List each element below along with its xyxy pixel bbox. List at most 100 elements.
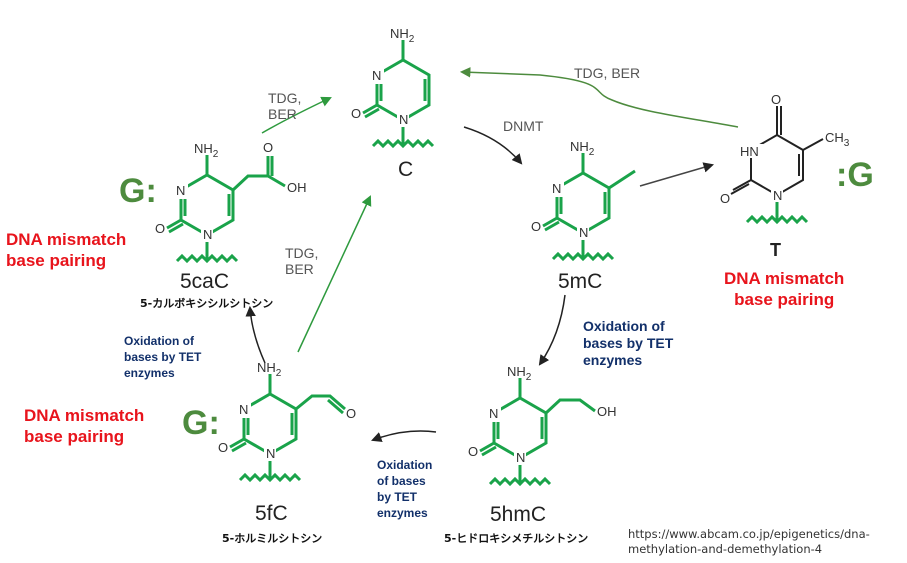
- mismatch-line-2: base pairing: [734, 290, 835, 309]
- atom-sub2: 2: [409, 34, 415, 45]
- c-ring: [361, 38, 435, 148]
- mismatch-line-1: DNA mismatch: [724, 269, 845, 288]
- tdg-left-line-1: TDG,: [268, 90, 302, 106]
- ox-left-line-3: enzymes: [124, 366, 175, 380]
- mismatch-line-1: DNA mismatch: [6, 230, 127, 249]
- source-url-line-2: methylation-and-demethylation-4: [628, 542, 823, 556]
- atom-o: O: [720, 191, 730, 206]
- g-pair-5cac: G:: [119, 172, 157, 210]
- ox-bottom-line-1: Oxidation: [377, 458, 433, 472]
- atom-n: N: [579, 225, 588, 240]
- atom-o: O: [468, 444, 478, 459]
- arrow-5hmc-to-5fc: [371, 430, 437, 442]
- name-5mc: 5mC: [558, 270, 603, 293]
- label-tdg-ber-mid: TDG, BER: [285, 245, 318, 277]
- label-tdg-ber-top: TDG, BER: [574, 65, 641, 81]
- svg-text:NH2: NH2: [194, 141, 219, 160]
- atom-o: O: [351, 106, 361, 121]
- atom-o: O: [218, 440, 228, 455]
- ox-right-line-1: Oxidation of: [583, 318, 665, 334]
- thymine-ring: [730, 106, 824, 225]
- ox-right-line-2: bases by TET: [583, 335, 674, 351]
- atom-nh2: NH: [507, 364, 526, 379]
- g-pair-5fc: G:: [182, 404, 220, 442]
- arrow-t-to-c: [459, 67, 739, 128]
- mismatch-note-right: DNA mismatch base pairing: [724, 268, 844, 310]
- 5mc-ring: [541, 151, 636, 261]
- atom-nh2: NH: [194, 141, 213, 156]
- source-url-line-1: https://www.abcam.co.jp/epigenetics/dna-: [628, 527, 870, 541]
- tdg-mid-line-1: TDG,: [285, 245, 319, 261]
- jp-name-5cac: 5-カルボキシシルシトシン: [140, 297, 274, 310]
- atom-sub2: 2: [213, 149, 219, 160]
- tdg-mid-line-2: BER: [285, 261, 314, 277]
- atom-sub2: 2: [526, 372, 532, 383]
- atom-n: N: [266, 446, 275, 461]
- svg-text:NH2: NH2: [507, 364, 532, 383]
- svg-text:NH2: NH2: [390, 26, 415, 45]
- atom-n: N: [176, 183, 185, 198]
- name-5fc: 5fC: [255, 502, 288, 525]
- ox-bottom-line-2: of bases: [377, 474, 426, 488]
- ox-left-line-1: Oxidation of: [124, 334, 194, 348]
- arrow-5mc-to-5hmc: [538, 294, 566, 366]
- svg-text:CH3: CH3: [825, 130, 850, 149]
- name-t: T: [770, 240, 781, 260]
- svg-text:NH2: NH2: [570, 139, 595, 158]
- jp-name-5hmc: 5-ヒドロキシメチルシトシン: [444, 532, 589, 545]
- arrow-c-to-5mc: [463, 126, 523, 165]
- 5hmc-ring: [478, 376, 596, 486]
- atom-sub3: 3: [844, 138, 850, 149]
- 5fc-ring: [228, 372, 346, 482]
- atom-n: N: [239, 402, 248, 417]
- arrow-5fc-to-5cac: [245, 305, 266, 364]
- label-tdg-ber-left: TDG, BER: [268, 90, 301, 122]
- atom-n: N: [203, 227, 212, 242]
- ox-right-line-3: enzymes: [583, 352, 643, 368]
- mismatch-line-2: base pairing: [24, 427, 125, 446]
- atom-oh: OH: [287, 180, 307, 195]
- label-oxidation-bottom: Oxidation of bases by TET enzymes: [377, 457, 432, 521]
- ox-bottom-line-3: by TET: [377, 490, 418, 504]
- atom-n: N: [552, 181, 561, 196]
- atom-n: N: [516, 450, 525, 465]
- label-dnmt: DNMT: [503, 118, 544, 134]
- tdg-left-line-2: BER: [268, 106, 297, 122]
- atom-o: O: [155, 221, 165, 236]
- atom-n: N: [399, 112, 408, 127]
- atom-nh2: NH: [390, 26, 409, 41]
- atom-nh2: NH: [257, 360, 276, 375]
- atom-hn: HN: [740, 144, 759, 159]
- ox-bottom-line-4: enzymes: [377, 506, 428, 520]
- arrow-5cac-to-c: [261, 96, 332, 134]
- atom-sub2: 2: [276, 368, 282, 379]
- arrow-5mc-to-t: [639, 162, 715, 187]
- jp-name-5fc: 5-ホルミルシトシン: [222, 532, 323, 545]
- mismatch-note-left-top: DNA mismatch base pairing: [6, 229, 126, 271]
- atom-o: O: [771, 92, 781, 107]
- atom-n: N: [489, 406, 498, 421]
- 5cac-ring: [165, 153, 286, 263]
- arrow-5fc-to-c: [297, 195, 372, 353]
- g-pair-t: :G: [836, 156, 874, 194]
- source-url: https://www.abcam.co.jp/epigenetics/dna-…: [628, 527, 870, 557]
- atom-o: O: [263, 140, 273, 155]
- name-5cac: 5caC: [180, 270, 230, 293]
- name-c: C: [398, 158, 414, 181]
- ox-left-line-2: bases by TET: [124, 350, 202, 364]
- label-oxidation-left: Oxidation of bases by TET enzymes: [124, 333, 201, 381]
- mismatch-line-2: base pairing: [6, 251, 107, 270]
- atom-n: N: [773, 188, 782, 203]
- svg-text:NH2: NH2: [257, 360, 282, 379]
- mismatch-line-1: DNA mismatch: [24, 406, 145, 425]
- atom-sub2: 2: [589, 147, 595, 158]
- atom-o: O: [531, 219, 541, 234]
- atom-o: O: [346, 406, 356, 421]
- atom-n: N: [372, 68, 381, 83]
- label-oxidation-right: Oxidation of bases by TET enzymes: [583, 318, 673, 369]
- mismatch-note-left-bottom: DNA mismatch base pairing: [24, 405, 144, 447]
- atom-nh2: NH: [570, 139, 589, 154]
- name-5hmc: 5hmC: [490, 503, 547, 526]
